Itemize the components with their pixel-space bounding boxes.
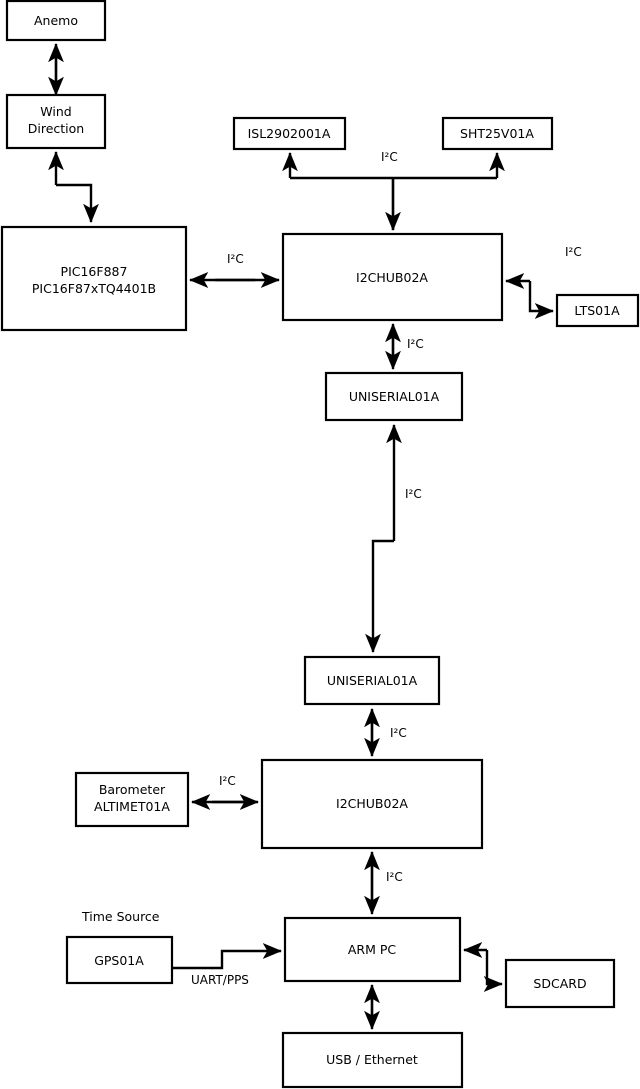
- edge-label-i2c-uniserial2-hub2: I²C: [390, 726, 407, 740]
- node-barometer-altimet01a[interactable]: Barometer ALTIMET01A: [74, 771, 190, 828]
- node-pic16f887[interactable]: PIC16F887 PIC16F87xTQ4401B: [0, 225, 188, 332]
- node-isl2902001a[interactable]: ISL2902001A: [232, 116, 347, 151]
- node-lts01a-label: LTS01A: [574, 303, 620, 318]
- node-wind-direction-label-line1: Wind: [40, 104, 71, 119]
- node-barometer-label-line2: ALTIMET01A: [94, 799, 170, 814]
- node-sht25v01a[interactable]: SHT25V01A: [441, 116, 554, 151]
- connection-hub1-sensors: [282, 152, 505, 231]
- edge-label-i2c-hub1-uniserial1: I²C: [407, 337, 424, 351]
- edge-label-i2c-uniserial1-uniserial2: I²C: [405, 487, 422, 501]
- node-anemo[interactable]: Anemo: [5, 0, 107, 42]
- edge-label-i2c-top-sensors: I²C: [381, 150, 398, 164]
- node-usb-ethernet-label: USB / Ethernet: [326, 1052, 418, 1067]
- node-barometer-label-line1: Barometer: [99, 782, 166, 797]
- node-i2chub02a-top[interactable]: I2CHUB02A: [281, 232, 504, 322]
- node-wind-direction-label-line2: Direction: [28, 121, 84, 136]
- node-gps01a[interactable]: GPS01A: [65, 935, 174, 985]
- connection-armpc-sdcard: [463, 942, 503, 992]
- node-isl2902001a-label: ISL2902001A: [248, 126, 331, 141]
- node-usb-ethernet[interactable]: USB / Ethernet: [281, 1031, 464, 1089]
- edge-label-i2c-hub2-armpc: I²C: [386, 870, 403, 884]
- node-i2chub02a-lower-label: I2CHUB02A: [336, 796, 408, 811]
- edge-label-uart-pps: UART/PPS: [191, 973, 249, 987]
- node-i2chub02a-top-label: I2CHUB02A: [356, 270, 428, 285]
- connection-uniserial1-uniserial2: [365, 424, 402, 653]
- connection-gps-armpc: [172, 943, 282, 970]
- edge-label-i2c-pic-hub1: I²C: [227, 252, 244, 266]
- time-source-label: Time Source: [81, 909, 160, 924]
- node-uniserial01a-lower-label: UNISERIAL01A: [327, 673, 418, 688]
- node-lts01a[interactable]: LTS01A: [555, 293, 640, 328]
- node-sht25v01a-label: SHT25V01A: [460, 126, 534, 141]
- connection-hub1-lts: [505, 273, 554, 319]
- node-uniserial01a-lower[interactable]: UNISERIAL01A: [303, 655, 441, 706]
- node-uniserial01a-upper[interactable]: UNISERIAL01A: [324, 371, 464, 422]
- edge-label-i2c-barometer-hub2: I²C: [219, 774, 236, 788]
- node-uniserial01a-upper-label: UNISERIAL01A: [349, 389, 440, 404]
- node-sdcard-label: SDCARD: [533, 976, 586, 991]
- node-arm-pc[interactable]: ARM PC: [283, 916, 462, 983]
- node-wind-direction[interactable]: Wind Direction: [5, 93, 107, 150]
- node-i2chub02a-lower[interactable]: I2CHUB02A: [260, 758, 484, 850]
- node-sdcard[interactable]: SDCARD: [504, 958, 616, 1009]
- node-pic16f887-label-line1: PIC16F887: [61, 264, 128, 279]
- node-pic16f887-label-line2: PIC16F87xTQ4401B: [32, 281, 156, 296]
- connection-wind-pic: [48, 151, 99, 223]
- node-arm-pc-label: ARM PC: [348, 942, 397, 957]
- node-gps01a-label: GPS01A: [94, 953, 144, 968]
- node-anemo-label: Anemo: [34, 13, 78, 28]
- edge-label-i2c-hub1-lts: I²C: [565, 245, 582, 259]
